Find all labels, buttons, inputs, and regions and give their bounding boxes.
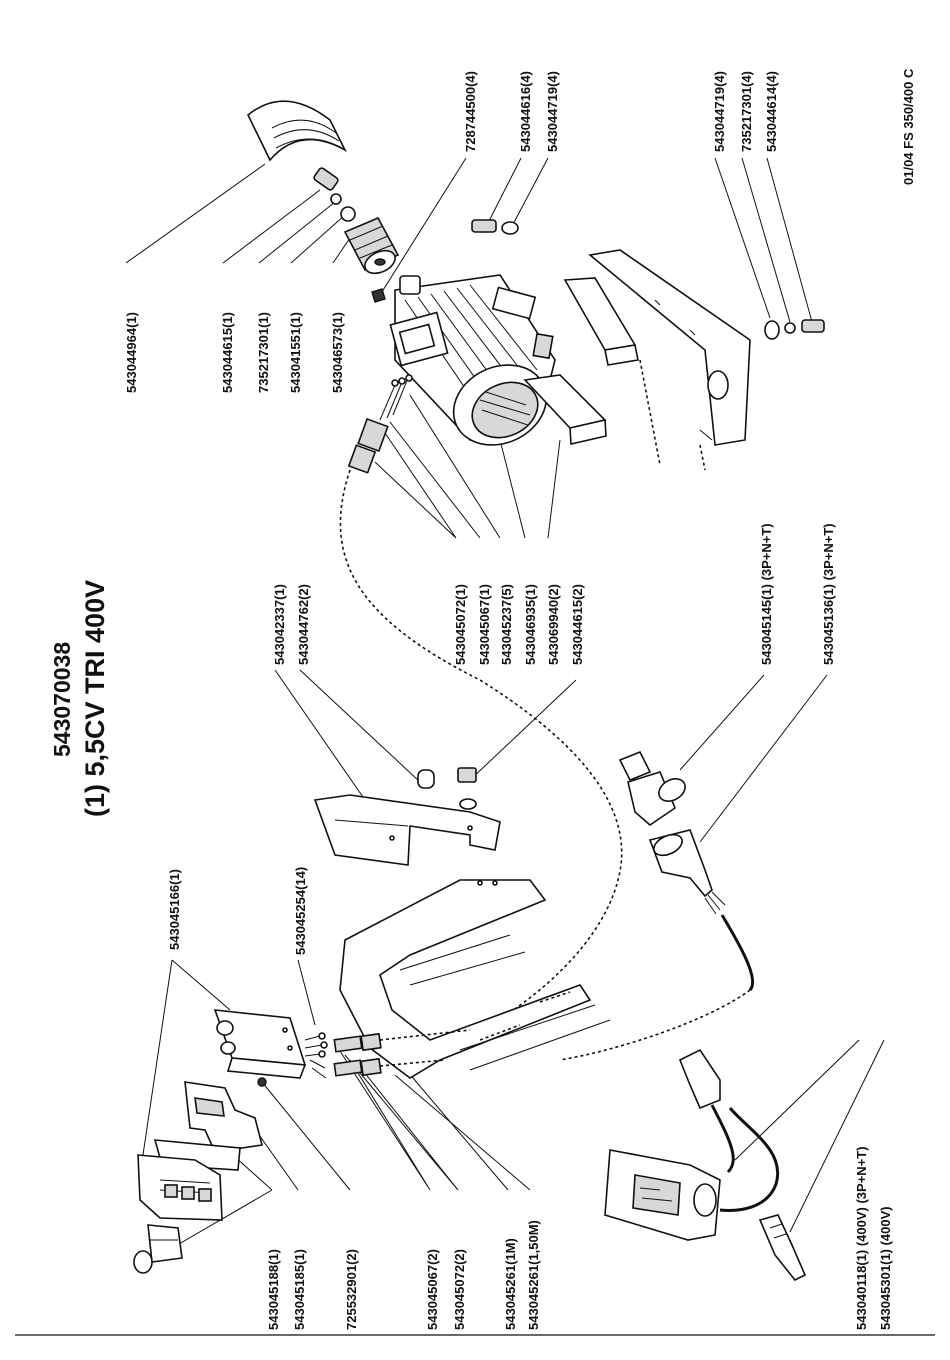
leader-lines — [125, 157, 885, 1256]
part-label: 735217301(4) — [739, 71, 754, 152]
part-label: 543044616(4) — [518, 71, 533, 152]
part-label: 543042337(1) — [272, 584, 287, 665]
control-box-cables — [304, 1029, 471, 1079]
remote-control-unit — [604, 1048, 807, 1282]
machine-frame — [339, 879, 611, 1079]
part-label: 543045072(2) — [452, 1249, 467, 1330]
coupling-hardware — [313, 167, 400, 303]
part-label: 543044615(1) — [220, 312, 235, 393]
motor-cable — [339, 374, 623, 1061]
part-label: 543044615(2) — [570, 584, 585, 665]
part-label: 735217301(1) — [256, 312, 271, 393]
part-label: 543044719(4) — [545, 71, 560, 152]
motor-mount — [523, 249, 751, 471]
power-plug-socket — [559, 750, 755, 1061]
diagram-code: 543070038 — [49, 642, 75, 757]
part-label: 543040118(1) (400V) (3P+N+T) — [854, 1146, 869, 1330]
part-label: 543045067(1) — [477, 584, 492, 665]
part-label: 543041551(1) — [288, 312, 303, 393]
part-labels: 543044964(1) 543044615(1) 735217301(1) 5… — [124, 71, 893, 1330]
part-label: 543045166(1) — [167, 869, 182, 950]
part-label: 543069940(2) — [546, 584, 561, 665]
part-label: 725532901(2) — [344, 1249, 359, 1330]
diagram-title: (1) 5,5CV TRI 400V — [80, 580, 110, 817]
part-label: 543045145(1) (3P+N+T) — [759, 523, 774, 665]
document-reference: 01/04 FS 350/400 C — [901, 68, 916, 185]
part-label: 543046573(1) — [330, 312, 345, 393]
part-label: 543045136(1) (3P+N+T) — [821, 523, 836, 665]
mount-screws — [471, 219, 825, 340]
part-label: 543045261(1,50M) — [526, 1220, 541, 1330]
part-label: 543045301(1) (400V) — [878, 1206, 893, 1330]
part-label: 543045254(14) — [293, 867, 308, 955]
diagram-header: 543070038 (1) 5,5CV TRI 400V 01/04 FS 35… — [49, 68, 916, 817]
angle-bracket — [313, 767, 501, 866]
part-label: 543045261(1M) — [503, 1238, 518, 1330]
part-label: 543044964(1) — [124, 312, 139, 393]
part-label: 543045072(1) — [453, 584, 468, 665]
belt-drawing — [247, 100, 347, 162]
part-label: 543045188(1) — [266, 1249, 281, 1330]
part-label: 543044719(4) — [712, 71, 727, 152]
part-label: 543046935(1) — [523, 584, 538, 665]
part-label: 543045237(5) — [499, 584, 514, 665]
part-label: 543044762(2) — [296, 584, 311, 665]
part-label: 543045067(2) — [425, 1249, 440, 1330]
control-box — [133, 1009, 307, 1274]
electric-motor — [389, 274, 556, 446]
part-label: 543045185(1) — [292, 1249, 307, 1330]
part-label: 543044614(4) — [764, 71, 779, 152]
part-label: 728744500(4) — [463, 71, 478, 152]
